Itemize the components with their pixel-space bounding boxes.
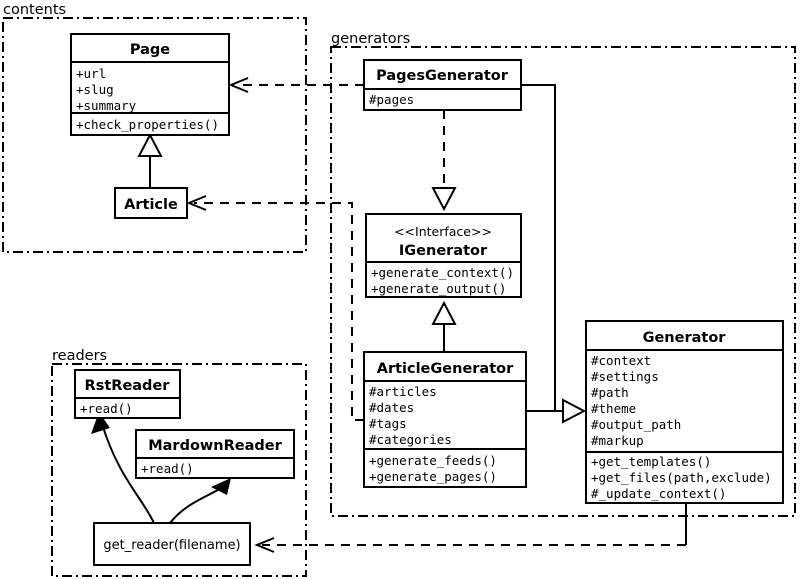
function-get-reader[interactable]: get_reader(filename) xyxy=(93,522,251,566)
open-arrowhead-icon xyxy=(186,195,207,211)
package-generators-label: generators xyxy=(331,31,410,47)
filled-arrowhead-icon xyxy=(91,412,110,434)
class-rstreader-title: RstReader xyxy=(85,378,171,394)
hollow-triangle-icon xyxy=(431,187,457,212)
class-articlegenerator-title: ArticleGenerator xyxy=(377,361,514,377)
connector-curve xyxy=(169,486,224,524)
class-mardownreader[interactable]: MardownReader +read() xyxy=(135,429,295,479)
open-arrowhead-icon xyxy=(254,537,275,553)
class-articlegenerator-attribute: #dates xyxy=(369,400,414,415)
class-generator[interactable]: Generator #context #settings #path #them… xyxy=(585,320,784,504)
package-contents-label: contents xyxy=(3,2,66,18)
open-arrowhead-icon xyxy=(228,77,249,93)
hollow-triangle-icon xyxy=(137,132,163,157)
connector-line xyxy=(194,202,364,421)
class-pagesgenerator[interactable]: PagesGenerator #pages xyxy=(363,59,522,111)
connector-generator-to-getreader xyxy=(254,503,687,553)
class-page-attribute: +summary xyxy=(76,98,137,113)
class-page-frame xyxy=(70,33,230,136)
class-generator-attribute: #settings xyxy=(591,369,659,384)
class-igenerator-title: IGenerator xyxy=(399,243,488,259)
connector-pagesgenerator-to-generator xyxy=(521,84,563,412)
class-articlegenerator[interactable]: ArticleGenerator #articles #dates #tags … xyxy=(363,351,527,488)
class-rstreader[interactable]: RstReader +read() xyxy=(74,369,181,419)
class-igenerator-stereotype: <<Interface>> xyxy=(394,224,492,239)
package-readers-border xyxy=(51,363,307,577)
function-get-reader-label: get_reader(filename) xyxy=(103,538,240,553)
filled-arrowhead-icon xyxy=(211,478,231,495)
class-generator-attribute: #output_path xyxy=(591,417,681,432)
class-articlegenerator-attribute: #tags xyxy=(369,416,407,431)
class-generator-attribute: #markup xyxy=(591,433,644,448)
class-page-attribute: +url xyxy=(76,66,106,81)
package-contents-border xyxy=(2,17,307,253)
connector-article-to-page-generalization xyxy=(137,132,163,188)
class-page[interactable]: Page +url +slug +summary +check_properti… xyxy=(70,33,230,136)
class-mardownreader-method: +read() xyxy=(141,461,194,476)
connector-articlegenerator-to-generator xyxy=(526,398,587,424)
hollow-triangle-icon xyxy=(562,398,587,424)
class-article-frame xyxy=(114,187,188,219)
class-rstreader-method: +read() xyxy=(80,401,133,416)
connector-getreader-to-mardownreader xyxy=(169,478,231,524)
class-generator-method: #_update_context() xyxy=(591,486,726,501)
connector-pagesgenerator-to-igenerator xyxy=(431,110,457,212)
class-article[interactable]: Article xyxy=(114,187,188,219)
hollow-triangle-icon xyxy=(431,300,457,325)
package-readers: readers xyxy=(51,348,307,577)
class-generator-attribute: #context xyxy=(591,353,651,368)
class-generator-method: +get_templates() xyxy=(591,454,711,469)
class-generator-frame xyxy=(585,320,784,504)
class-generator-attribute: #theme xyxy=(591,401,636,416)
class-igenerator-method: +generate_output() xyxy=(371,281,506,296)
connector-getreader-to-rstreader xyxy=(91,412,155,524)
connector-line xyxy=(521,84,563,412)
class-igenerator-method: +generate_context() xyxy=(371,265,514,280)
class-igenerator[interactable]: <<Interface>> IGenerator +generate_conte… xyxy=(365,213,522,298)
function-get-reader-frame xyxy=(93,522,251,566)
class-generator-method: +get_files(path,exclude) xyxy=(591,470,772,485)
class-mardownreader-frame xyxy=(135,429,295,479)
class-articlegenerator-method: +generate_feeds() xyxy=(369,453,497,468)
class-generator-attribute: #path xyxy=(591,385,629,400)
connector-curve xyxy=(101,423,155,524)
class-page-method: +check_properties() xyxy=(76,117,219,132)
package-contents: contents xyxy=(2,2,307,253)
class-pagesgenerator-attribute: #pages xyxy=(369,92,414,107)
connector-articlegenerator-to-article xyxy=(186,195,364,421)
class-articlegenerator-method: +generate_pages() xyxy=(369,469,497,484)
class-articlegenerator-attribute: #categories xyxy=(369,432,452,447)
connector-pagesgenerator-to-page xyxy=(228,77,364,93)
class-generator-title: Generator xyxy=(643,330,727,346)
class-rstreader-frame xyxy=(74,369,181,419)
class-pagesgenerator-frame xyxy=(363,59,522,111)
class-igenerator-frame xyxy=(365,213,522,298)
class-page-attribute: +slug xyxy=(76,82,114,97)
package-generators: generators xyxy=(330,31,796,517)
package-generators-border xyxy=(330,46,796,517)
class-mardownreader-title: MardownReader xyxy=(148,438,282,454)
class-pagesgenerator-title: PagesGenerator xyxy=(376,68,509,84)
class-articlegenerator-frame xyxy=(363,351,527,488)
package-readers-label: readers xyxy=(52,348,107,364)
class-articlegenerator-attribute: #articles xyxy=(369,384,437,399)
class-page-title: Page xyxy=(130,42,170,58)
connector-articlegenerator-to-igenerator xyxy=(431,300,457,355)
class-article-title: Article xyxy=(124,197,178,213)
